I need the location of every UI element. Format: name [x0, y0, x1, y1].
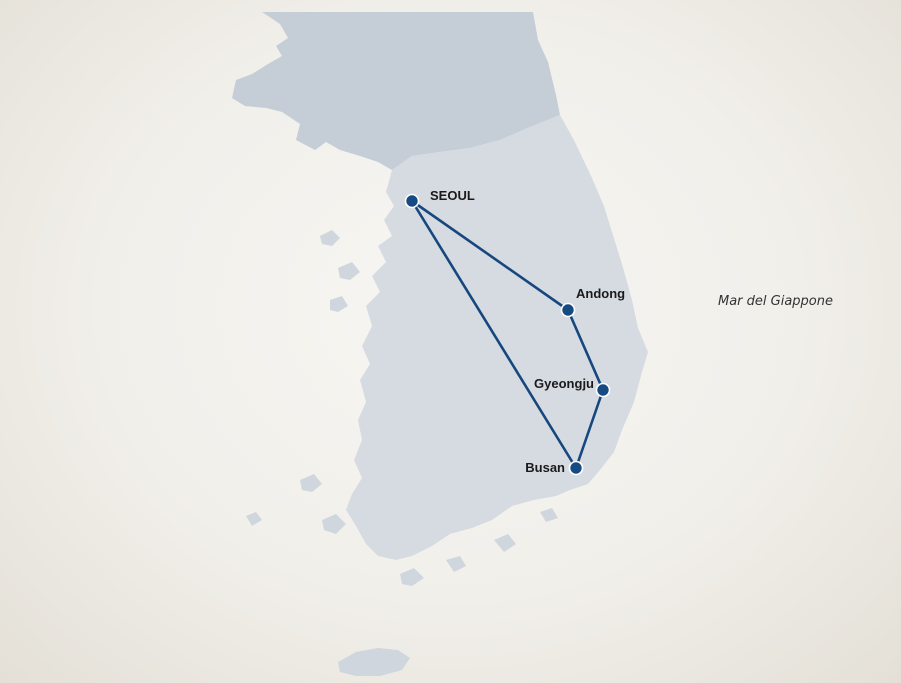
city-label-seoul: SEOUL [430, 188, 475, 203]
south-coast-island [446, 556, 466, 572]
sea-label: Mar del Giappone [718, 294, 833, 309]
jeju-island [338, 648, 410, 676]
city-gyeongju[interactable]: Gyeongju [534, 376, 611, 398]
south-coast-island [540, 508, 558, 522]
city-label-busan: Busan [525, 460, 565, 475]
south-coast-island [494, 534, 516, 552]
west-coast-island [246, 512, 262, 526]
city-marker-andong[interactable] [560, 302, 576, 318]
city-andong[interactable]: Andong [560, 286, 626, 318]
west-coast-island [320, 230, 340, 246]
city-busan[interactable]: Busan [525, 460, 584, 476]
city-label-gyeongju: Gyeongju [534, 376, 594, 391]
north-landmass [232, 12, 560, 170]
south-coast-island [400, 568, 424, 586]
city-marker-gyeongju[interactable] [595, 382, 611, 398]
city-marker-seoul[interactable] [404, 193, 420, 209]
city-label-andong: Andong [576, 286, 625, 301]
west-coast-island [338, 262, 360, 280]
city-seoul[interactable]: SEOUL [404, 188, 475, 209]
southwest-island [300, 474, 322, 492]
city-marker-busan[interactable] [568, 460, 584, 476]
southwest-island [322, 514, 346, 534]
west-coast-island [330, 296, 348, 312]
